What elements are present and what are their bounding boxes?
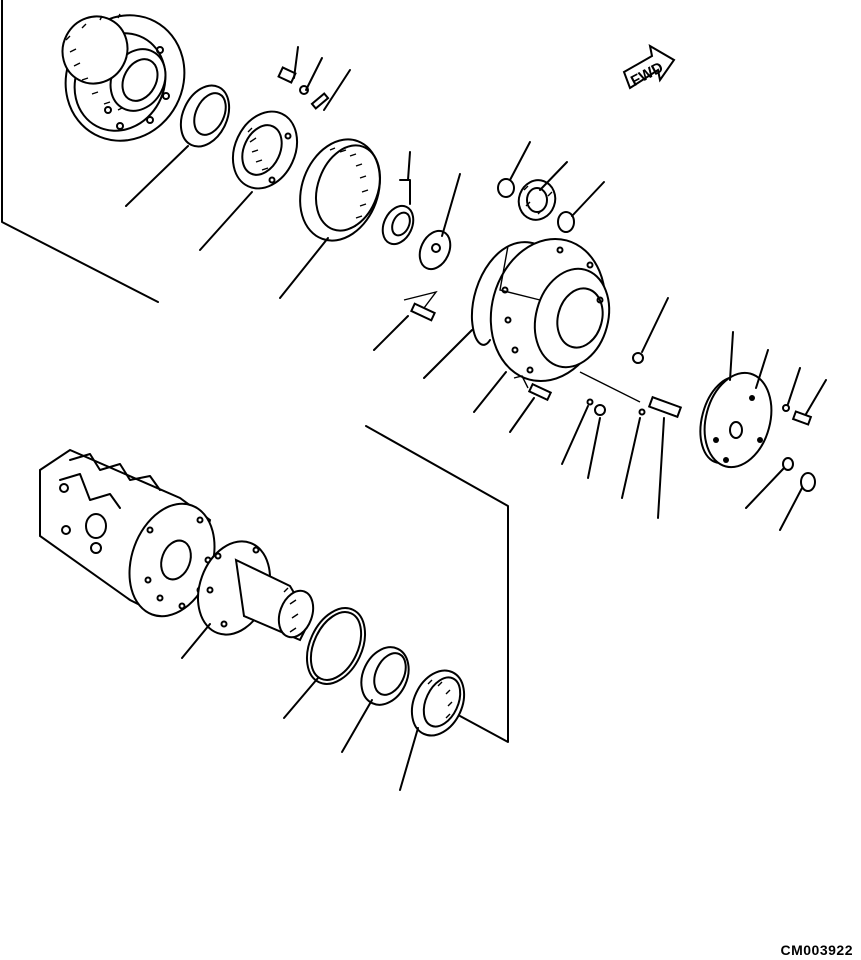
o-ring-small — [782, 457, 794, 471]
dowel-pin — [310, 92, 330, 110]
cover-bolt — [791, 410, 813, 426]
thrust-washer — [418, 229, 452, 271]
small-pin — [638, 408, 646, 416]
ring-gear-housing — [489, 237, 611, 383]
drive-pin — [647, 395, 683, 419]
hub-bolt — [277, 66, 297, 84]
leader-lines-lower — [181, 623, 419, 791]
fwd-direction-arrow: FWD — [622, 44, 676, 90]
lower-assembly-bracket — [365, 425, 509, 743]
splined-hub-flange — [231, 110, 299, 190]
oil-seal-ring — [179, 84, 231, 148]
housing-nut — [632, 352, 644, 364]
housing-bolt — [527, 382, 553, 402]
cap-screw — [410, 302, 436, 322]
drawing-code: CM003922 — [780, 942, 853, 958]
spacer-nut — [497, 178, 515, 198]
large-o-ring — [305, 607, 367, 685]
planet-carrier-gear — [61, 13, 186, 142]
spindle-shaft — [197, 540, 315, 642]
tapered-roller-bearing — [410, 669, 466, 737]
small-bearing — [381, 204, 415, 246]
bearing-race — [360, 646, 410, 706]
small-washer — [586, 398, 594, 406]
needle-roller-bearing — [299, 138, 381, 242]
cover-washer — [782, 404, 790, 412]
snap-ring — [470, 241, 537, 346]
end-cover — [699, 371, 773, 469]
drain-plug — [800, 472, 816, 492]
spacer-ring — [557, 211, 575, 233]
plug — [594, 404, 606, 416]
upper-assembly-bracket — [1, 0, 159, 303]
planet-gear — [517, 179, 557, 221]
leader-lines-upper — [125, 46, 827, 531]
